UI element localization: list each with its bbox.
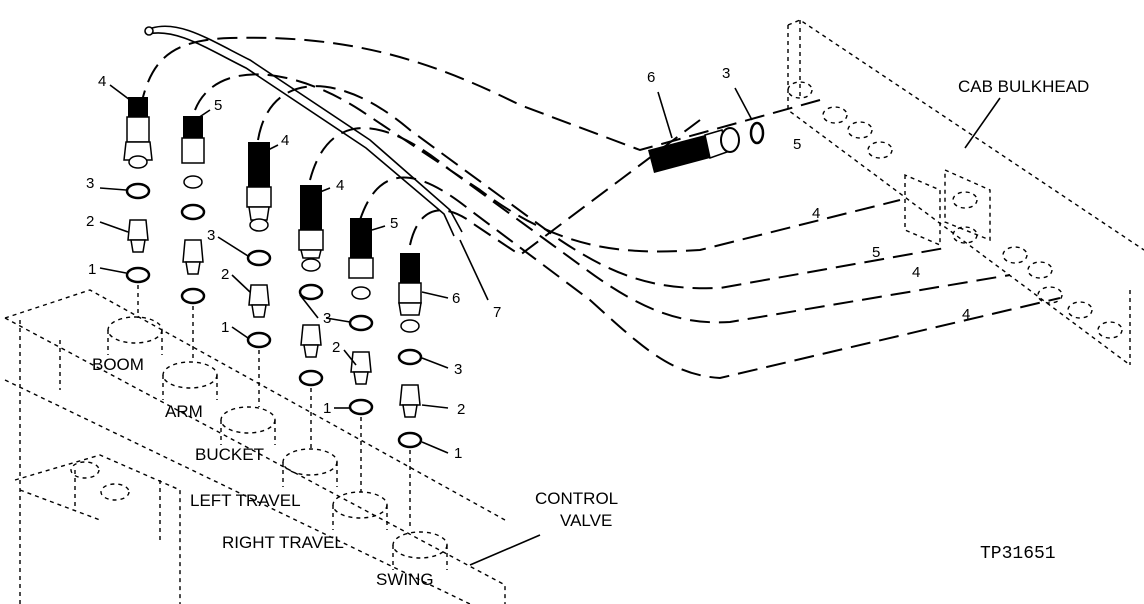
callout-5: 5 [872, 244, 881, 261]
fitting-stack-left-travel [298, 185, 324, 450]
fitting-stack-right-travel [348, 218, 374, 492]
fitting-stack-arm [180, 116, 206, 362]
control-valve-label-line2: VALVE [560, 511, 613, 530]
callout-4: 4 [812, 205, 821, 222]
callout-5: 5 [793, 136, 802, 153]
callout-3: 3 [323, 310, 332, 327]
bulkhead-fittings [787, 81, 1123, 339]
callout-2: 2 [86, 213, 95, 230]
callout-6: 6 [647, 69, 656, 86]
bulkhead-fitting-assembly [648, 121, 765, 173]
cab-bulkhead-label: CAB BULKHEAD [958, 77, 1090, 96]
callout-1: 1 [221, 319, 230, 336]
fitting-stack-swing [397, 253, 423, 530]
callout-3: 3 [454, 361, 463, 378]
pilot-hose [144, 25, 463, 237]
callout-6: 6 [452, 290, 461, 307]
callout-2: 2 [221, 266, 230, 283]
valve-section-boom: BOOM [92, 355, 144, 374]
callout-4: 4 [98, 73, 107, 90]
fitting-stack-bucket [246, 142, 272, 407]
figure-code: TP31651 [980, 544, 1056, 564]
callout-5: 5 [390, 215, 399, 232]
leader-lines [99, 84, 1001, 566]
valve-section-left-travel: LEFT TRAVEL [190, 491, 301, 510]
control-valve-block [4, 289, 506, 604]
callout-3: 3 [207, 227, 216, 244]
hose-routes [139, 36, 1061, 380]
callout-5: 5 [214, 97, 223, 114]
control-valve-label-line1: CONTROL [535, 489, 619, 508]
callout-3: 3 [722, 65, 731, 82]
callout-1: 1 [454, 445, 463, 462]
callout-7: 7 [493, 304, 502, 321]
cab-bulkhead-panel [787, 19, 1144, 366]
fitting-stack-boom [123, 97, 153, 318]
valve-section-swing: SWING [376, 570, 434, 589]
callout-2: 2 [332, 339, 341, 356]
callout-4: 4 [281, 132, 290, 149]
callout-3: 3 [86, 175, 95, 192]
callout-4: 4 [336, 177, 345, 194]
callout-1: 1 [323, 400, 332, 417]
callout-4: 4 [962, 306, 971, 323]
valve-section-bucket: BUCKET [195, 445, 264, 464]
valve-section-arm: ARM [165, 402, 203, 421]
callout-1: 1 [88, 261, 97, 278]
valve-section-right-travel: RIGHT TRAVEL [222, 533, 344, 552]
callout-2: 2 [457, 401, 466, 418]
callout-4: 4 [912, 264, 921, 281]
